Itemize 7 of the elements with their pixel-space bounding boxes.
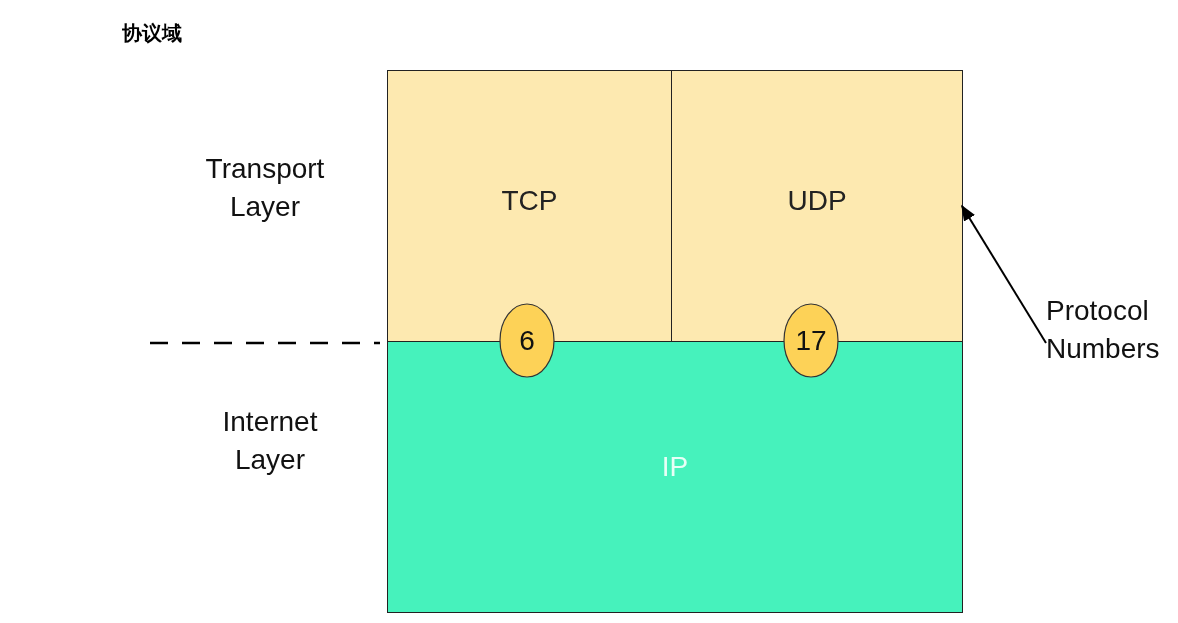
layer-label: Transport Layer bbox=[204, 152, 326, 224]
number-ellipse: 17 bbox=[783, 303, 839, 378]
arrow bbox=[961, 204, 1047, 344]
callout-text: Protocol Numbers bbox=[1046, 292, 1176, 368]
layer-label: Internet Layer bbox=[221, 405, 319, 477]
number-ellipse: 6 bbox=[499, 303, 555, 378]
title: 协议域 bbox=[122, 21, 182, 46]
